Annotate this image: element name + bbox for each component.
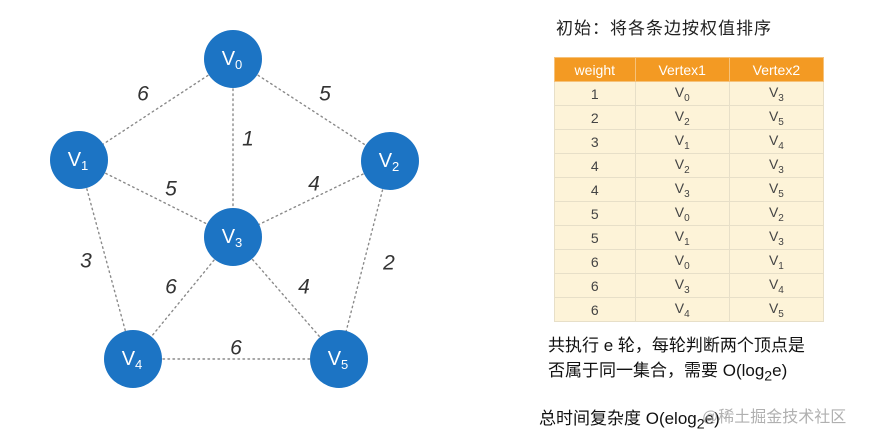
vertex2-cell: V3 xyxy=(728,225,825,250)
edge-weight-label: 6 xyxy=(165,276,177,299)
node-circle xyxy=(50,131,108,189)
weight-cell: 6 xyxy=(554,249,636,274)
edge-weight-label: 4 xyxy=(298,276,310,299)
vertex2-cell: V5 xyxy=(728,297,825,322)
edge-v2-v3 xyxy=(232,160,391,238)
vertex2-cell: V4 xyxy=(728,129,825,154)
edge-weight-label: 5 xyxy=(319,83,331,106)
edge-v0-v1 xyxy=(78,58,234,161)
rounds-note-line1: 共执行 e 轮，每轮判断两个顶点是 xyxy=(548,336,805,355)
vertex2-cell: V2 xyxy=(728,201,825,226)
node-v2: V2 xyxy=(361,132,419,190)
edge-weight-label: 2 xyxy=(382,252,395,275)
edge-weight-label: 3 xyxy=(80,250,92,273)
note-line2-suffix: e) xyxy=(772,361,788,380)
node-label: V3 xyxy=(222,226,243,250)
edge-v0-v2 xyxy=(232,58,391,162)
node-label: V5 xyxy=(328,348,349,372)
edge-weight-label: 4 xyxy=(308,173,320,196)
vertex1-cell: V4 xyxy=(634,297,730,322)
rounds-note: 共执行 e 轮，每轮判断两个顶点是 否属于同一集合，需要 O(log2e) xyxy=(548,333,805,389)
rounds-note-line2: 否属于同一集合，需要 O(log2e) xyxy=(548,358,805,389)
complexity-prefix: 总时间复杂度 O(elog xyxy=(539,409,697,428)
vertex1-cell: V2 xyxy=(634,105,730,130)
vertex2-cell: V1 xyxy=(728,249,825,274)
vertex1-cell: V0 xyxy=(634,201,730,226)
node-v5: V5 xyxy=(310,330,368,388)
node-circle xyxy=(204,30,262,88)
vertex2-cell: V5 xyxy=(728,177,825,202)
note-line2-sub: 2 xyxy=(764,368,773,385)
vertex1-cell: V0 xyxy=(634,81,730,106)
weight-cell: 6 xyxy=(554,273,636,298)
vertex2-cell: V5 xyxy=(728,105,825,130)
node-v4: V4 xyxy=(104,330,162,388)
node-label: V1 xyxy=(68,149,89,173)
weight-cell: 4 xyxy=(554,177,636,202)
node-label: V2 xyxy=(379,150,400,174)
weight-cell: 5 xyxy=(554,201,636,226)
node-circle xyxy=(310,330,368,388)
weight-cell: 3 xyxy=(554,129,636,154)
complexity-sub: 2 xyxy=(696,416,705,433)
node-circle xyxy=(204,208,262,266)
node-v0: V0 xyxy=(204,30,262,88)
weight-cell: 4 xyxy=(554,153,636,178)
vertex1-cell: V2 xyxy=(634,153,730,178)
node-circle xyxy=(104,330,162,388)
total-complexity-note: 总时间复杂度 O(elog2e) xyxy=(539,404,720,432)
note-line2-prefix: 否属于同一集合，需要 O(log xyxy=(548,361,765,380)
vertex1-cell: V1 xyxy=(634,225,730,250)
header-vertex1: Vertex1 xyxy=(634,57,730,82)
complexity-suffix: e) xyxy=(704,409,720,428)
edge-v2-v5 xyxy=(338,160,391,360)
header-weight: weight xyxy=(554,57,636,82)
table-header-row: weight Vertex1 Vertex2 xyxy=(554,57,825,82)
weight-cell: 2 xyxy=(554,105,636,130)
vertex1-cell: V1 xyxy=(634,129,730,154)
vertex2-cell: V3 xyxy=(728,81,825,106)
weight-cell: 5 xyxy=(554,225,636,250)
watermark: @稀土掘金技术社区 xyxy=(702,409,847,426)
node-label: V4 xyxy=(122,348,143,372)
edge-v1-v3 xyxy=(78,159,234,238)
edge-weight-label: 1 xyxy=(242,128,254,151)
vertex1-cell: V3 xyxy=(634,273,730,298)
weight-cell: 1 xyxy=(554,81,636,106)
node-v3: V3 xyxy=(204,208,262,266)
edge-weight-label: 6 xyxy=(230,337,242,360)
header-vertex2: Vertex2 xyxy=(728,57,825,82)
edge-weight-label: 6 xyxy=(137,83,149,106)
node-circle xyxy=(361,132,419,190)
weight-cell: 6 xyxy=(554,297,636,322)
node-label: V0 xyxy=(222,48,243,72)
panel-title: 初始：将各条边按权值排序 xyxy=(556,19,772,38)
edge-v1-v4 xyxy=(78,159,134,360)
vertex1-cell: V3 xyxy=(634,177,730,202)
vertex2-cell: V4 xyxy=(728,273,825,298)
vertex2-cell: V3 xyxy=(728,153,825,178)
vertex1-cell: V0 xyxy=(634,249,730,274)
node-v1: V1 xyxy=(50,131,108,189)
edge-weight-label: 5 xyxy=(165,178,177,201)
